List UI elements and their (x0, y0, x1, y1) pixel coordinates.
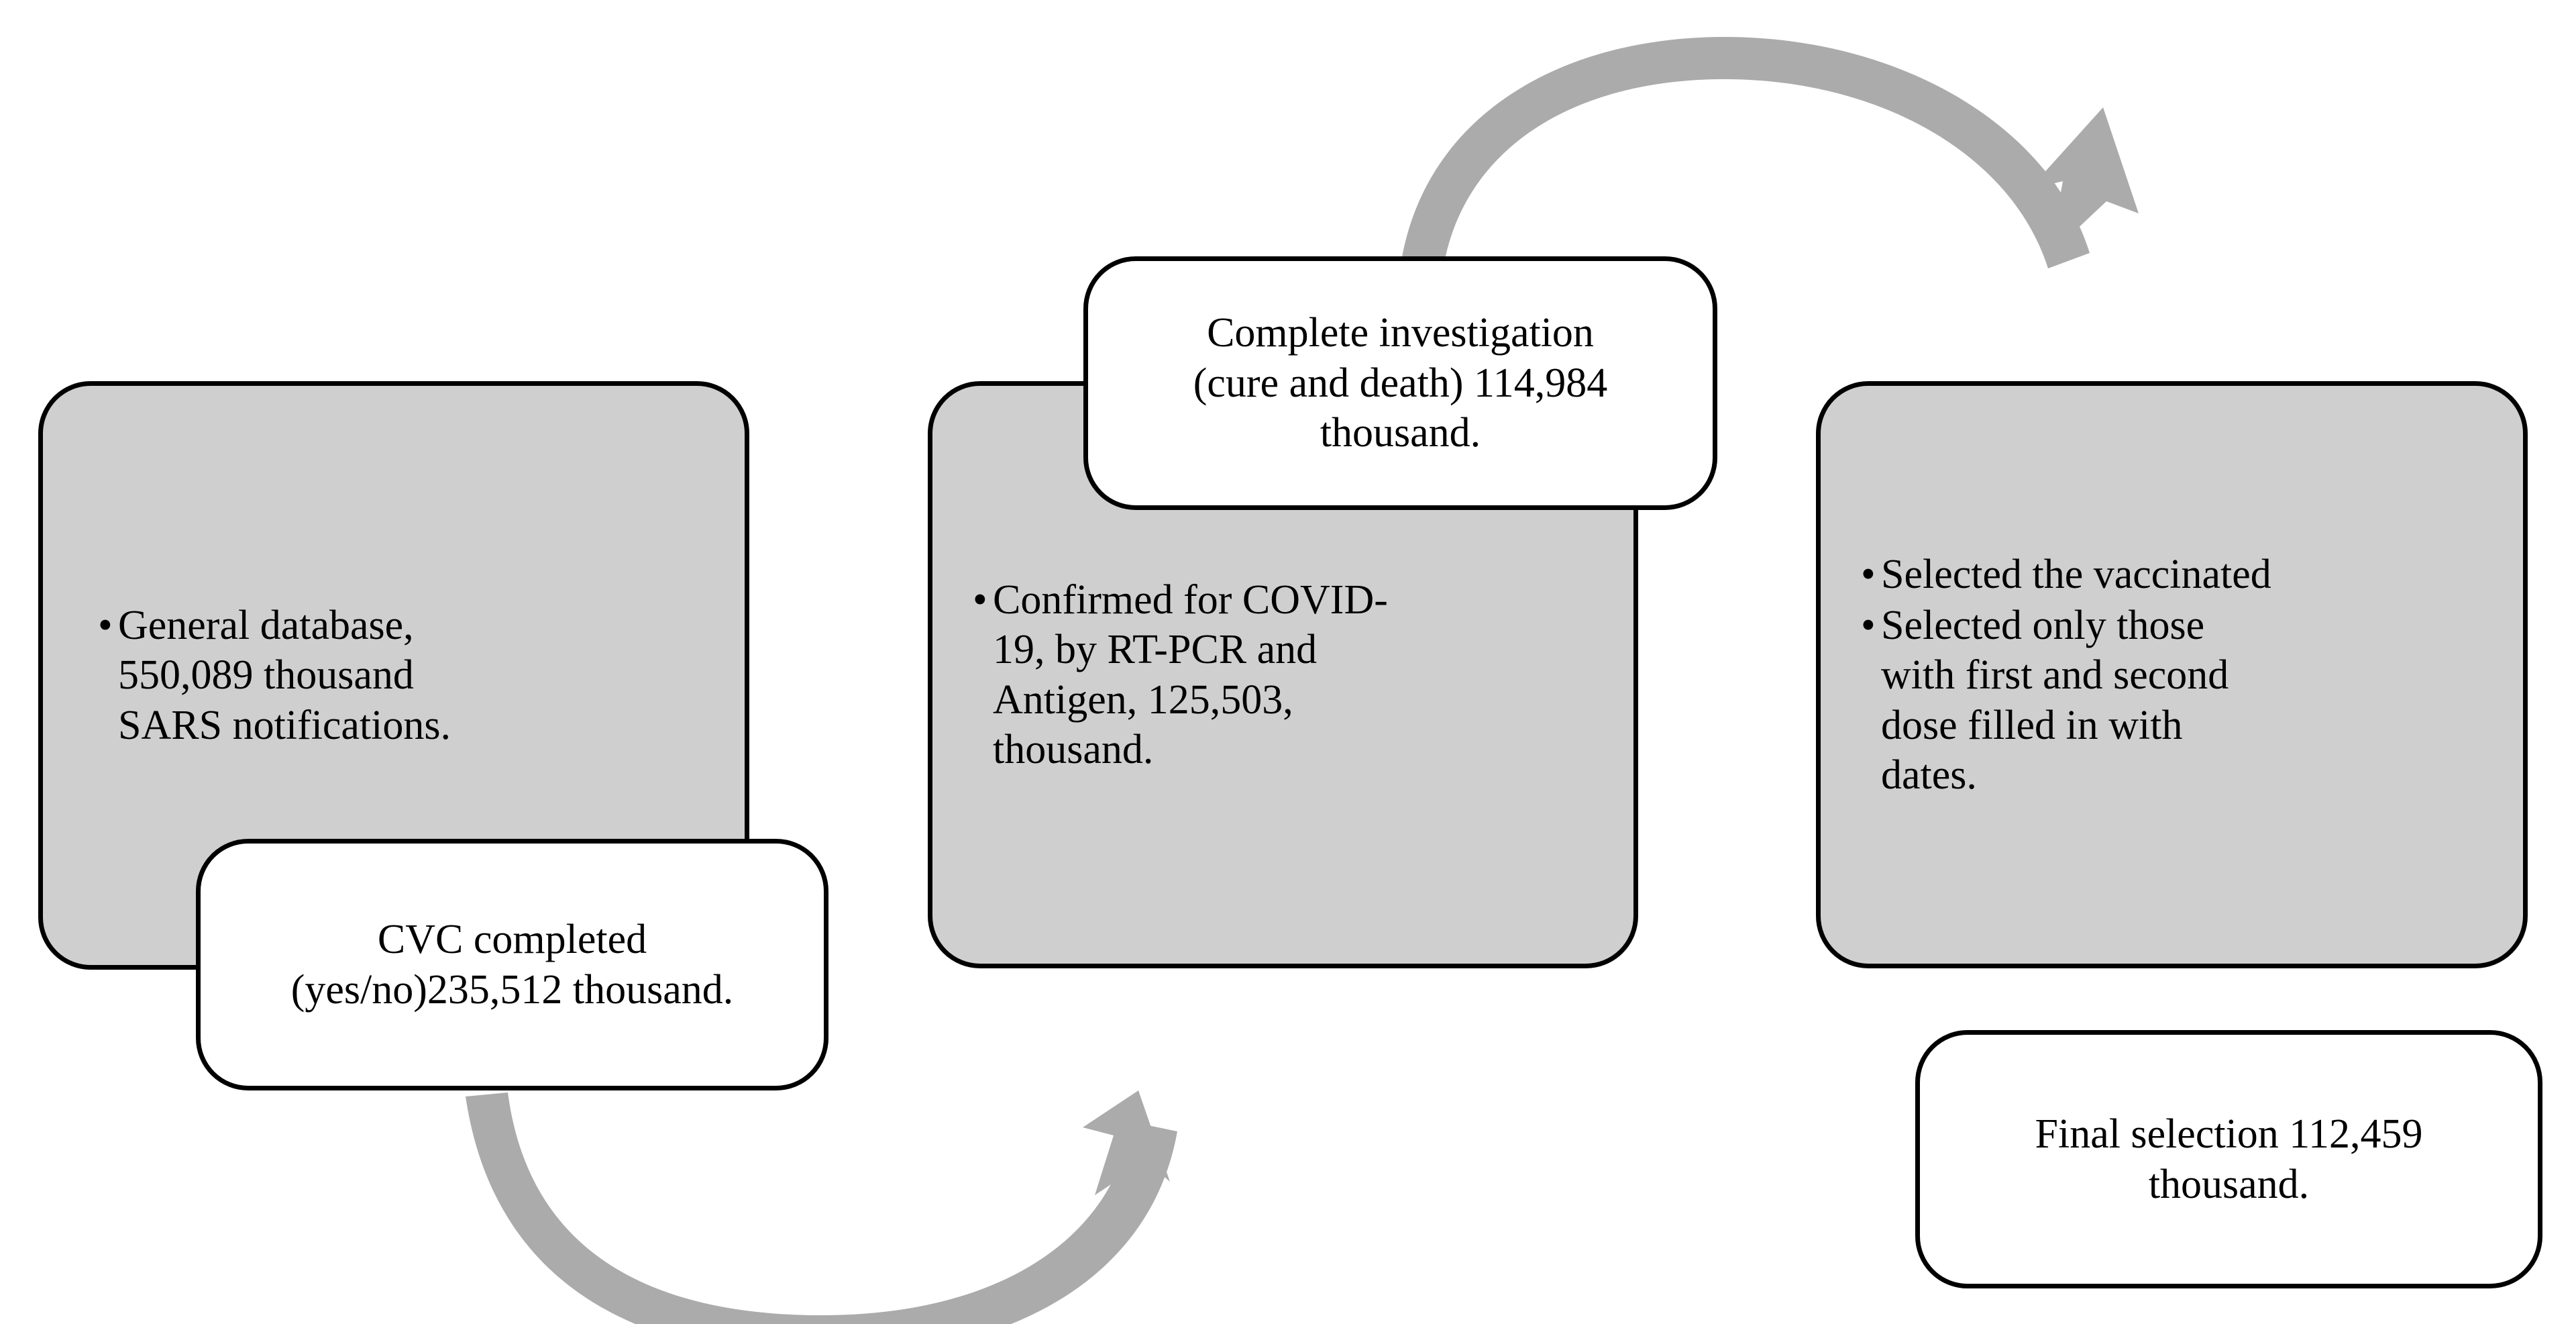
bullet-dot-icon: • (1861, 602, 1876, 648)
confirmed-covid-bullet-list: • Confirmed for COVID- 19, by RT-PCR and… (965, 575, 1587, 775)
general-database-line-3: SARS notifications. (118, 702, 451, 748)
confirmed-covid-line-1: Confirmed for COVID- (993, 576, 1388, 623)
selection-criteria-bullet-list: • Selected the vaccinated • Selected onl… (1853, 550, 2485, 801)
arrow-bottom-body (466, 1092, 1177, 1324)
bullet-dot-icon: • (1861, 551, 1876, 597)
cvc-completed-line-2: (yes/no)235,512 thousand. (290, 966, 734, 1013)
list-item: • Confirmed for COVID- 19, by RT-PCR and… (970, 575, 1587, 775)
list-item: • General database, 550,089 thousand SAR… (95, 601, 688, 750)
general-database-line-1: General database, (118, 602, 414, 648)
node-cvc-completed[interactable]: CVC completed (yes/no)235,512 thousand. (196, 839, 828, 1090)
complete-investigation-line-2: (cure and death) 114,984 (1193, 360, 1608, 406)
confirmed-covid-line-3: Antigen, 125,503, (993, 676, 1293, 723)
selection-criteria-b2-line-1: Selected only those (1881, 602, 2205, 648)
confirmed-covid-line-4: thousand. (993, 726, 1154, 772)
arrow-bottom (466, 1090, 1177, 1324)
bullet-dot-icon: • (98, 602, 113, 648)
selection-criteria-b2-line-3: dose filled in with (1881, 702, 2183, 748)
list-item: • Selected only those with first and sec… (1858, 601, 2485, 801)
final-selection-text: Final selection 112,459 thousand. (1920, 1109, 2538, 1209)
arrow-top-arc (1400, 37, 2090, 274)
cvc-completed-line-1: CVC completed (377, 917, 647, 963)
complete-investigation-line-1: Complete investigation (1207, 310, 1594, 356)
confirmed-covid-line-2: 19, by RT-PCR and (993, 627, 1318, 673)
complete-investigation-text: Complete investigation (cure and death) … (1088, 308, 1713, 458)
selection-criteria-b1-line-1: Selected the vaccinated (1881, 551, 2271, 597)
list-item: • Selected the vaccinated (1858, 550, 2485, 599)
final-selection-line-1: Final selection 112,459 (2035, 1111, 2423, 1158)
general-database-line-2: 550,089 thousand (118, 652, 414, 699)
selection-criteria-b2-line-2: with first and second (1881, 652, 2229, 699)
complete-investigation-line-3: thousand. (1320, 410, 1481, 456)
final-selection-line-2: thousand. (2148, 1161, 2310, 1207)
arrow-bottom-head (1083, 1090, 1170, 1195)
general-database-bullet-list: • General database, 550,089 thousand SAR… (80, 601, 688, 750)
node-selection-criteria[interactable]: • Selected the vaccinated • Selected onl… (1816, 381, 2528, 968)
cvc-completed-text: CVC completed (yes/no)235,512 thousand. (201, 915, 824, 1015)
node-complete-investigation[interactable]: Complete investigation (cure and death) … (1083, 256, 1717, 510)
bullet-dot-icon: • (973, 576, 987, 623)
node-final-selection[interactable]: Final selection 112,459 thousand. (1915, 1030, 2542, 1288)
selection-criteria-b2-line-4: dates. (1881, 752, 1977, 799)
arrow-top-head (2029, 107, 2139, 255)
